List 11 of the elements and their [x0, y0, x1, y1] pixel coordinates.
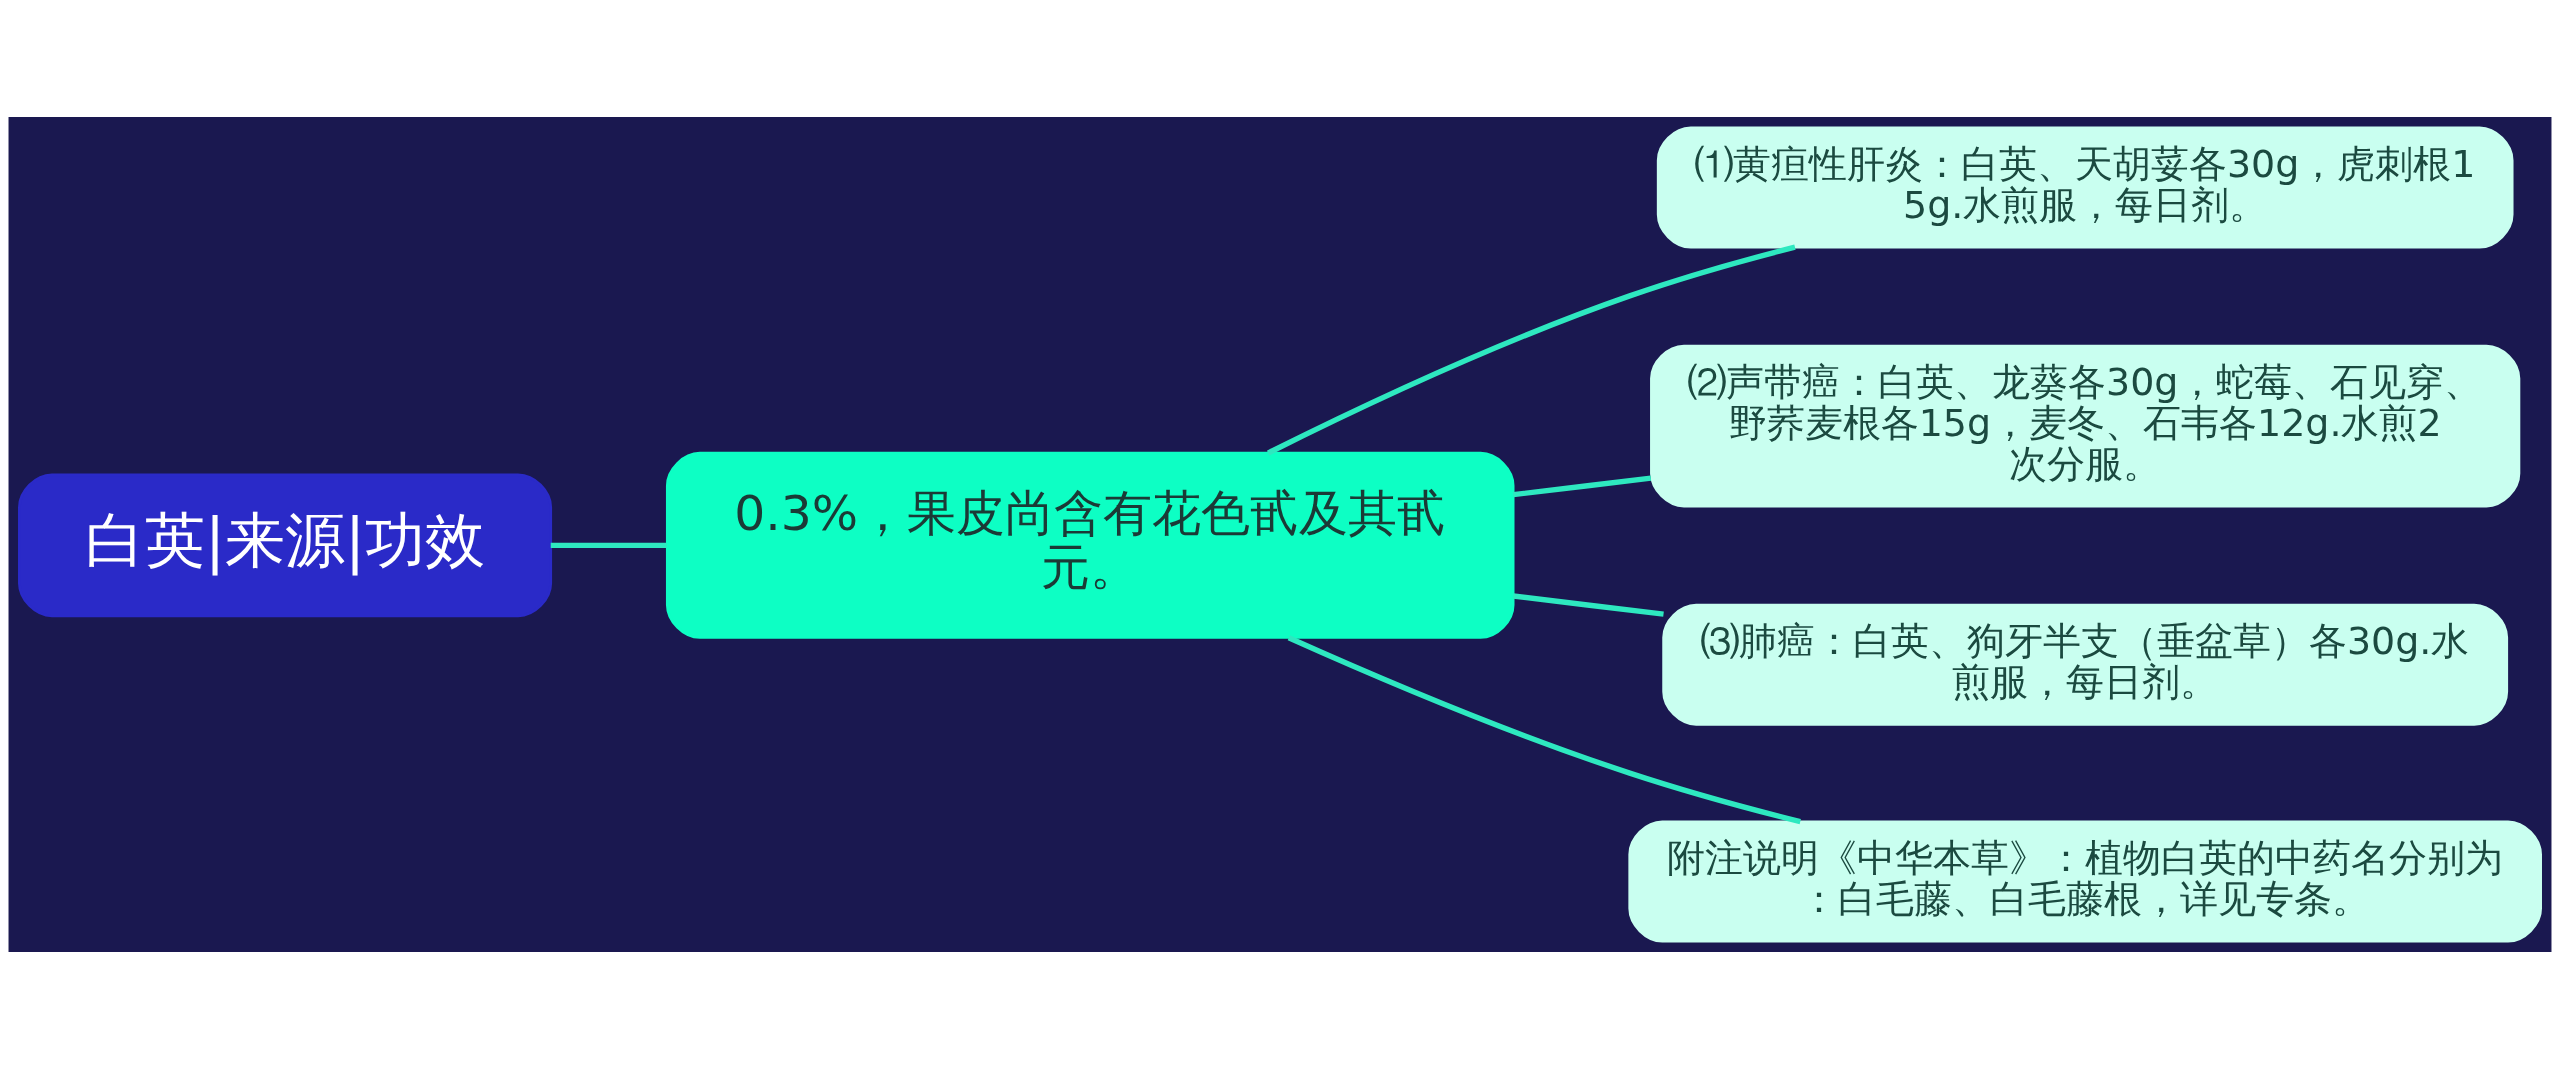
connector: [1513, 593, 1664, 617]
node-box: ⑶肺癌：白英、狗牙半支（垂盆草）各30g.水煎服，每日剂。: [1662, 603, 2509, 726]
node-box: ⑴黄疸性肝炎：白英、天胡荽各30g，虎刺根15g.水煎服，每日剂。: [1656, 126, 2514, 249]
connector: [1513, 475, 1652, 498]
connector: [1287, 635, 1801, 825]
connector: [1266, 244, 1796, 456]
connector: [550, 542, 667, 549]
node-box: 0.3%，果皮尚含有花色甙及其甙元。: [665, 451, 1515, 639]
node-box: 白英|来源|功效: [18, 473, 553, 618]
node-box: 附注说明《中华本草》：植物白英的中药名分别为：白毛藤、白毛藤根，详见专条。: [1628, 820, 2542, 943]
node-box: ⑵声带癌：白英、龙葵各30g，蛇莓、石见穿、野荞麦根各15g，麦冬、石韦各12g.水煎2次分服。: [1650, 344, 2521, 508]
